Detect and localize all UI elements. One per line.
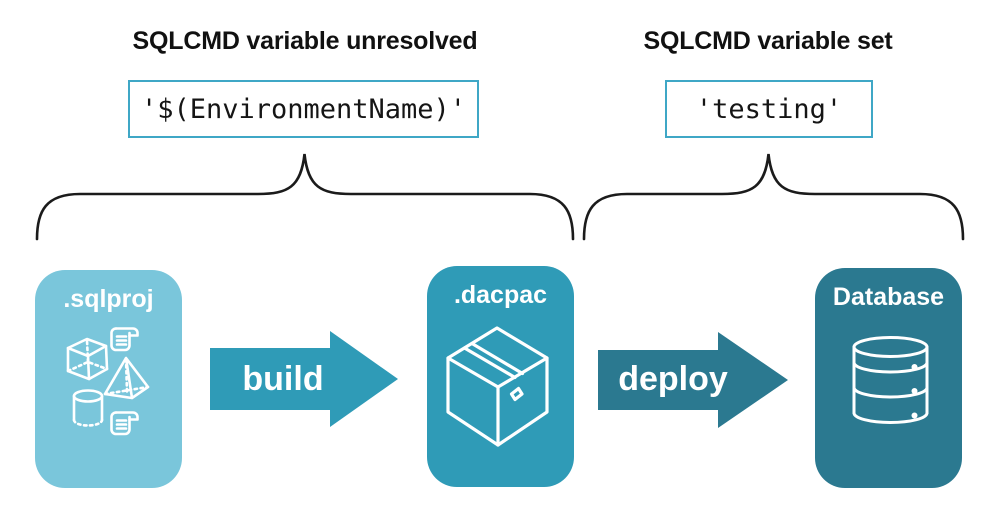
sql-objects-icon [66,327,150,436]
left-section-title: SQLCMD variable unresolved [132,27,478,55]
database-node: Database [815,268,962,488]
scroll-icon [110,327,139,352]
right-section-title: SQLCMD variable set [643,27,893,55]
dacpac-node: .dacpac [427,266,574,487]
build-arrow-label: build [242,360,324,398]
deploy-arrow-label: deploy [618,360,728,398]
scroll-icon [110,411,139,436]
package-icon [446,326,549,447]
left-brace [35,153,575,241]
database-node-label: Database [832,283,945,311]
resolved-variable-box: 'testing' [665,80,873,138]
dacpac-node-label: .dacpac [453,281,548,309]
resolved-variable-value: 'testing' [695,93,843,125]
pyramid-icon [103,356,150,400]
unresolved-variable-box: '$(EnvironmentName)' [128,80,479,138]
deploy-arrow [598,332,788,428]
cube-icon [66,337,109,381]
database-icon [852,336,929,424]
build-arrow [210,331,398,427]
sqlproj-node: .sqlproj [35,270,182,488]
right-brace [582,153,965,241]
unresolved-variable-value: '$(EnvironmentName)' [140,93,467,125]
cylinder-icon [72,389,104,427]
sqlproj-node-label: .sqlproj [63,285,154,313]
